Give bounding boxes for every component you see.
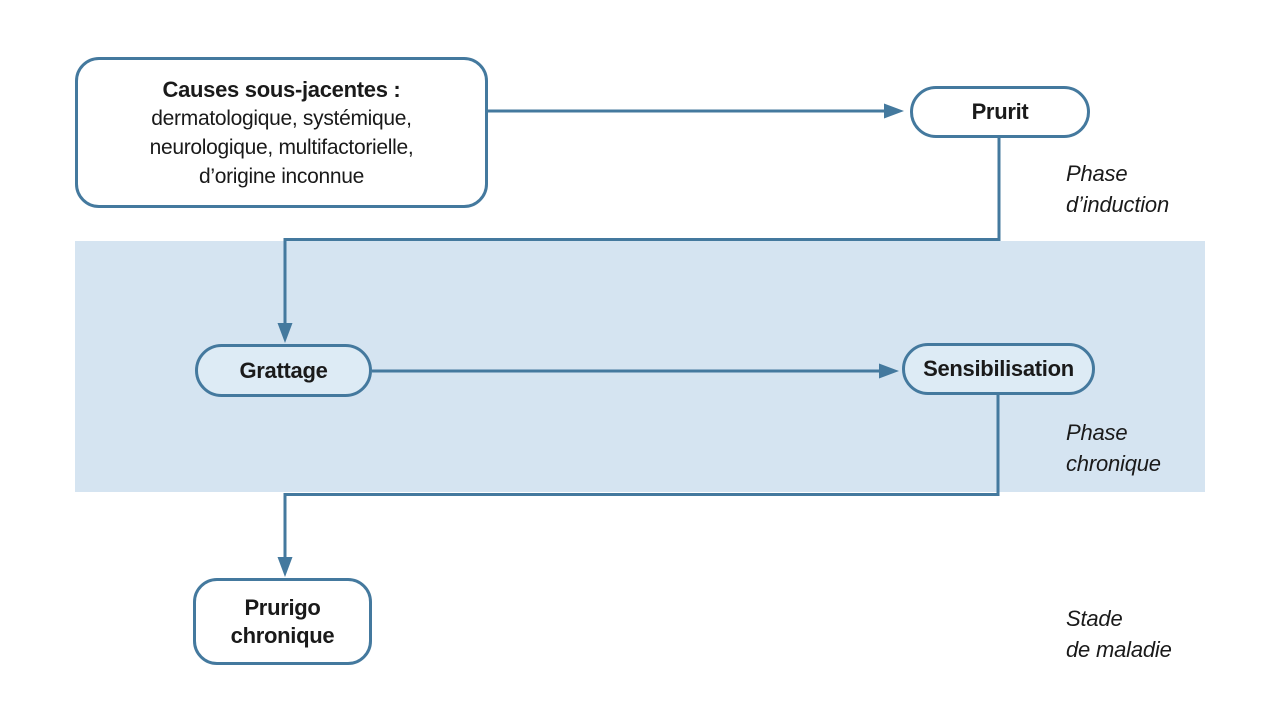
connector-causes-to-prurit [488,103,904,119]
arrowhead-icon [884,103,904,119]
node-grattage-label: Grattage [239,357,328,383]
arrowhead-icon [879,363,899,379]
connector-grattage-to-sensibilisation [372,363,899,379]
label-stade-de-maladie: Stade de maladie [1066,603,1172,665]
label-phase-chronique: Phase chronique [1066,417,1161,479]
node-grattage: Grattage [195,344,372,397]
label-phase-induction-line: Phase [1066,161,1128,186]
label-phase-induction: Phase d’induction [1066,158,1169,220]
connector-sensibilisation-to-prurigo [277,391,1000,577]
label-phase-induction-line: d’induction [1066,192,1169,217]
node-sensibilisation: Sensibilisation [902,343,1095,395]
node-prurigo-chronique-line: chronique [230,622,335,648]
arrowhead-icon [277,323,293,343]
label-stade-de-maladie-line: de maladie [1066,637,1172,662]
node-underlying-causes-line: d’origine inconnue [198,164,365,188]
node-underlying-causes-title: Causes sous-jacentes : [162,76,401,102]
connector-line [283,138,1001,326]
arrowhead-icon [277,557,293,577]
label-phase-chronique-line: Phase [1066,420,1128,445]
connector-prurit-to-grattage [277,138,1001,343]
node-prurigo-chronique: Prurigo chronique [193,578,372,665]
node-prurit: Prurit [910,86,1090,138]
label-stade-de-maladie-line: Stade [1066,606,1123,631]
node-prurigo-chronique-line: Prurigo [244,594,321,620]
label-phase-chronique-line: chronique [1066,451,1161,476]
node-prurit-label: Prurit [971,99,1029,124]
node-underlying-causes-line: neurologique, multifactorielle, [149,135,414,159]
node-sensibilisation-label: Sensibilisation [923,356,1074,381]
connector-line [283,391,1000,560]
node-underlying-causes-line: dermatologique, systémique, [151,106,412,130]
node-underlying-causes: Causes sous-jacentes : dermatologique, s… [75,57,488,208]
